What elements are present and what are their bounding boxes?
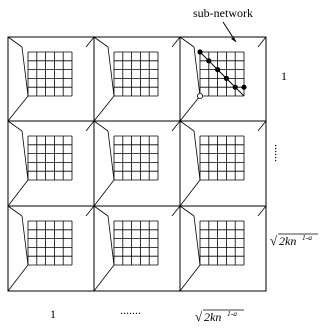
perspective-line bbox=[179, 205, 195, 217]
perspective-line bbox=[7, 205, 23, 217]
perspective-line bbox=[93, 264, 115, 292]
col-label-first: 1 bbox=[50, 307, 56, 321]
cell-border bbox=[179, 120, 267, 207]
filled-node bbox=[223, 75, 229, 81]
perspective-line bbox=[93, 120, 109, 132]
perspective-line bbox=[193, 46, 201, 97]
row-label-dots: ...... bbox=[272, 144, 286, 162]
network-cell bbox=[7, 205, 95, 292]
perspective-line bbox=[171, 120, 181, 132]
cell-border bbox=[93, 120, 181, 207]
network-cell bbox=[179, 205, 267, 292]
network-cell bbox=[93, 205, 181, 292]
perspective-line bbox=[107, 215, 115, 266]
network-cell bbox=[93, 120, 181, 207]
network-cell bbox=[179, 120, 267, 207]
perspective-line bbox=[257, 120, 267, 132]
col-label-last: √ 2kn 1-a bbox=[195, 309, 244, 324]
perspective-line bbox=[257, 36, 267, 48]
col-label-last-expr: 2kn bbox=[204, 310, 221, 324]
perspective-line bbox=[93, 179, 115, 207]
perspective-line bbox=[21, 46, 29, 97]
cell-border bbox=[93, 205, 181, 292]
perspective-line bbox=[7, 36, 23, 48]
highlight-path bbox=[199, 51, 245, 97]
filled-node bbox=[241, 84, 247, 90]
perspective-line bbox=[21, 215, 29, 266]
perspective-line bbox=[107, 46, 115, 97]
sub-network-label: sub-network bbox=[193, 6, 253, 20]
cell-border bbox=[7, 120, 95, 207]
perspective-line bbox=[93, 95, 115, 122]
row-label-first: 1 bbox=[281, 69, 287, 83]
perspective-line bbox=[193, 215, 201, 266]
perspective-line bbox=[257, 205, 267, 217]
perspective-line bbox=[21, 130, 29, 181]
perspective-line bbox=[171, 205, 181, 217]
highlight-layer bbox=[98, 49, 267, 292]
hollow-node bbox=[196, 93, 203, 100]
perspective-line bbox=[7, 179, 29, 207]
perspective-line bbox=[193, 130, 201, 181]
perspective-line bbox=[85, 36, 95, 48]
perspective-line bbox=[179, 36, 195, 48]
filled-node bbox=[232, 84, 238, 90]
row-label-last: √ 2kn 1-a bbox=[270, 233, 318, 248]
perspective-line bbox=[179, 264, 201, 292]
perspective-line bbox=[85, 205, 95, 217]
col-label-dots: ....... bbox=[120, 303, 141, 317]
perspective-line bbox=[7, 95, 29, 122]
perspective-line bbox=[179, 179, 201, 207]
callout-arrowhead bbox=[231, 37, 236, 42]
filled-node bbox=[197, 49, 203, 55]
cell-border bbox=[93, 36, 181, 122]
cell-border bbox=[179, 205, 267, 292]
cell-border bbox=[179, 36, 267, 122]
perspective-line bbox=[179, 95, 201, 122]
row-label-last-exp: 1-a bbox=[302, 233, 312, 242]
cells-layer bbox=[7, 36, 267, 292]
perspective-line bbox=[85, 120, 95, 132]
cell-border bbox=[7, 36, 95, 122]
perspective-line bbox=[171, 36, 181, 48]
col-label-last-radical: √ bbox=[195, 309, 203, 324]
network-cell bbox=[7, 36, 95, 122]
row-label-last-expr: 2kn bbox=[279, 234, 296, 248]
perspective-line bbox=[179, 120, 195, 132]
perspective-line bbox=[7, 120, 23, 132]
network-cell bbox=[179, 36, 267, 122]
col-label-last-exp: 1-a bbox=[227, 309, 237, 318]
perspective-line bbox=[93, 205, 109, 217]
filled-node bbox=[206, 58, 212, 64]
filled-node bbox=[215, 67, 221, 73]
perspective-line bbox=[7, 264, 29, 292]
network-cell bbox=[7, 120, 95, 207]
cell-border bbox=[7, 205, 95, 292]
perspective-line bbox=[93, 36, 109, 48]
perspective-line bbox=[107, 130, 115, 181]
network-cell bbox=[93, 36, 181, 122]
row-label-last-radical: √ bbox=[270, 233, 278, 248]
